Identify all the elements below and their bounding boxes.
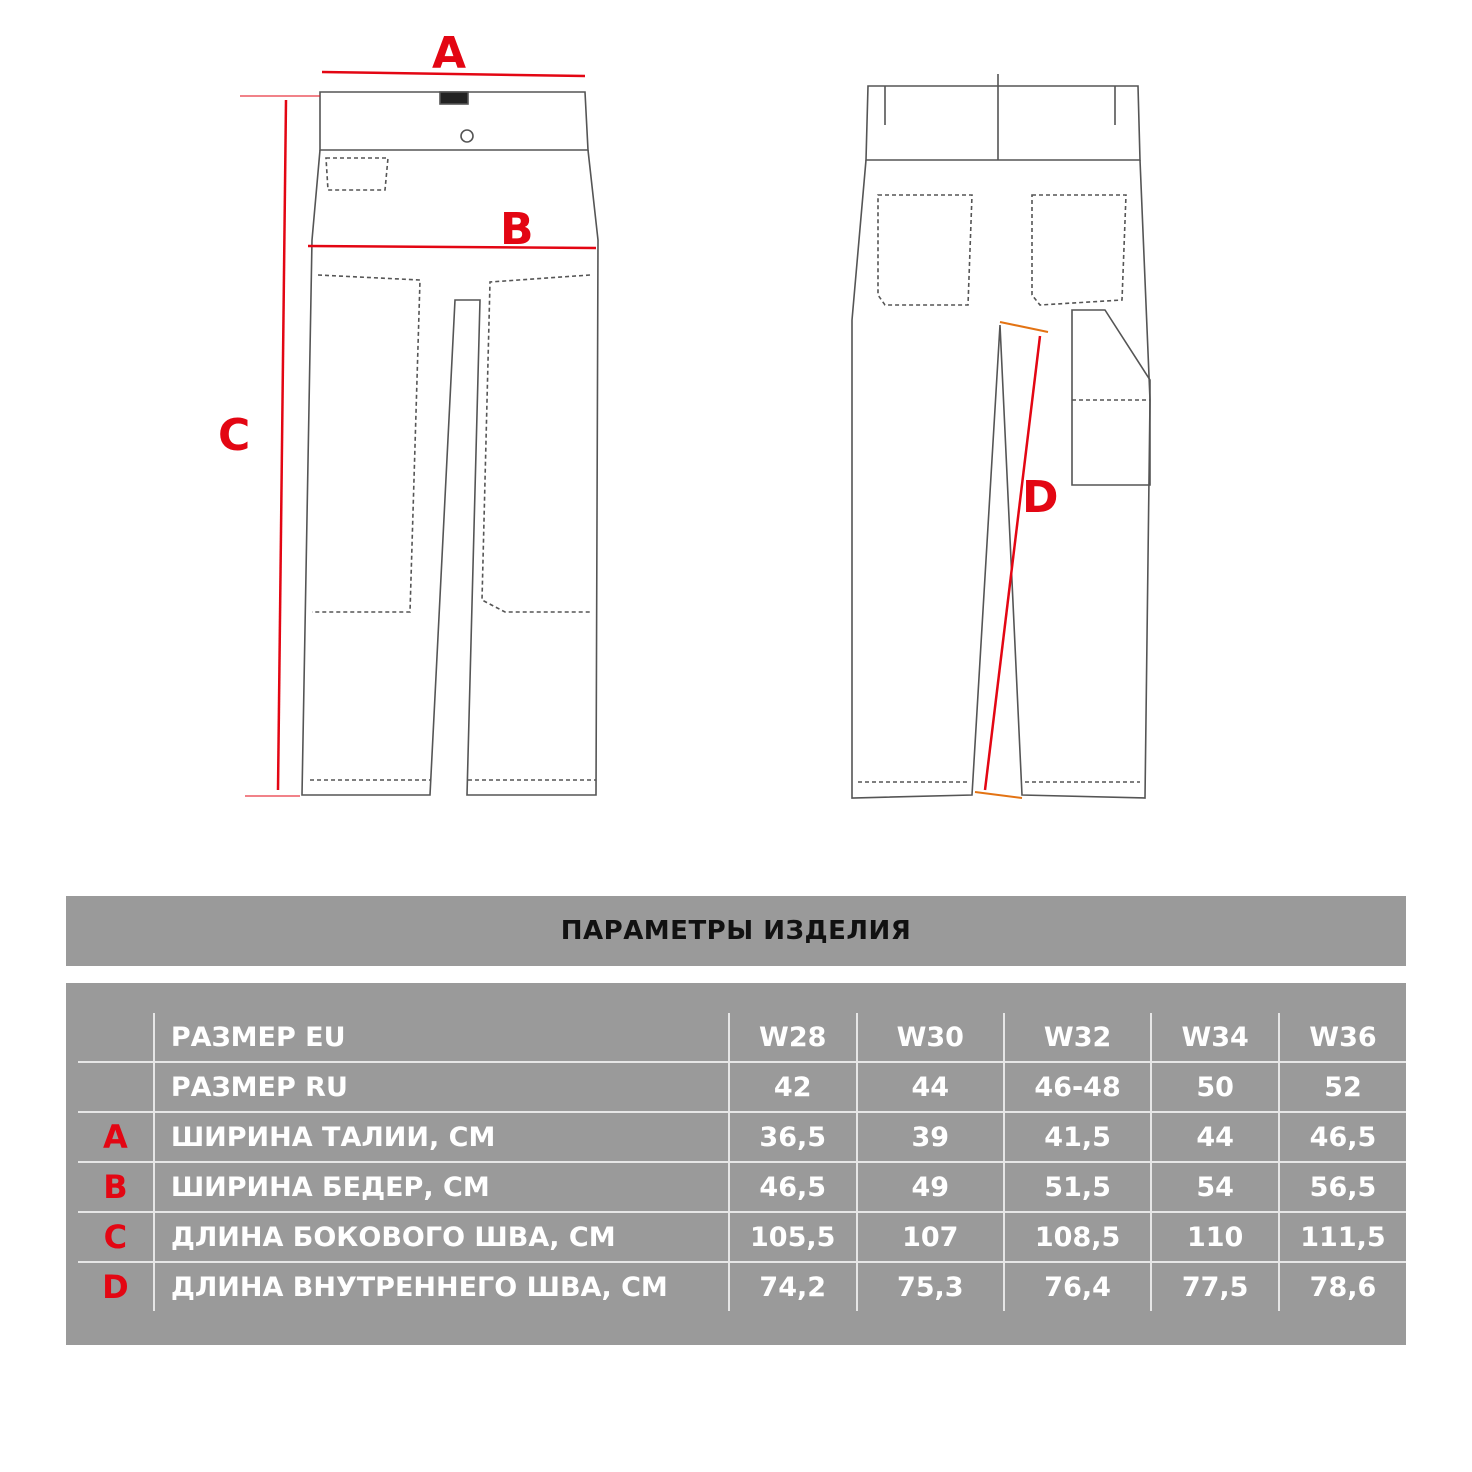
- label-d: D: [1022, 472, 1059, 523]
- row-name: РАЗМЕР RU: [152, 1062, 729, 1113]
- size-value: 52: [1277, 1062, 1406, 1113]
- label-a: A: [432, 28, 467, 79]
- row-name: ШИРИНА ТАЛИИ, СМ: [152, 1112, 729, 1163]
- size-value: 111,5: [1277, 1212, 1406, 1263]
- pants-diagram: [240, 70, 1151, 799]
- size-value: 105,5: [727, 1212, 857, 1263]
- row-name: РАЗМЕР EU: [152, 1013, 729, 1063]
- row-mark: A: [78, 1112, 154, 1163]
- size-value: 46,5: [1277, 1112, 1406, 1163]
- size-value: W28: [727, 1013, 857, 1063]
- size-value: W34: [1150, 1013, 1279, 1063]
- size-value: 51,5: [1002, 1162, 1152, 1213]
- label-b: B: [500, 204, 534, 255]
- size-value: 54: [1150, 1162, 1279, 1213]
- row-name: ШИРИНА БЕДЕР, СМ: [152, 1162, 729, 1213]
- back-pants-drawing: [851, 74, 1151, 799]
- size-value: 42: [727, 1062, 857, 1113]
- size-value: 41,5: [1002, 1112, 1152, 1163]
- row-name: ДЛИНА ВНУТРЕННЕГО ШВА, СМ: [152, 1262, 729, 1311]
- row-mark: [78, 1062, 154, 1113]
- size-value: 108,5: [1002, 1212, 1152, 1263]
- size-value: W30: [855, 1013, 1004, 1063]
- label-c: C: [218, 410, 251, 461]
- size-value: 78,6: [1277, 1262, 1406, 1311]
- table-title-bar: ПАРАМЕТРЫ ИЗДЕЛИЯ: [66, 896, 1406, 966]
- size-value: 77,5: [1150, 1262, 1279, 1311]
- row-mark: B: [78, 1162, 154, 1213]
- size-value: 56,5: [1277, 1162, 1406, 1213]
- size-value: 110: [1150, 1212, 1279, 1263]
- size-value: 46-48: [1002, 1062, 1152, 1113]
- size-value: 39: [855, 1112, 1004, 1163]
- size-value: 75,3: [855, 1262, 1004, 1311]
- size-value: 44: [855, 1062, 1004, 1113]
- size-value: 36,5: [727, 1112, 857, 1163]
- size-value: 44: [1150, 1112, 1279, 1163]
- row-mark: C: [78, 1212, 154, 1263]
- size-value: 76,4: [1002, 1262, 1152, 1311]
- size-value: 46,5: [727, 1162, 857, 1213]
- size-value: 74,2: [727, 1262, 857, 1311]
- size-value: W36: [1277, 1013, 1406, 1063]
- size-value: 107: [855, 1212, 1004, 1263]
- size-value: W32: [1002, 1013, 1152, 1063]
- measure-lines: [240, 70, 1049, 799]
- front-pants-drawing: [301, 91, 599, 796]
- row-mark: [78, 1013, 154, 1063]
- table-title: ПАРАМЕТРЫ ИЗДЕЛИЯ: [560, 916, 912, 946]
- row-name: ДЛИНА БОКОВОГО ШВА, СМ: [152, 1212, 729, 1263]
- row-mark: D: [102, 1268, 129, 1306]
- size-value: 50: [1150, 1062, 1279, 1113]
- size-value: 49: [855, 1162, 1004, 1213]
